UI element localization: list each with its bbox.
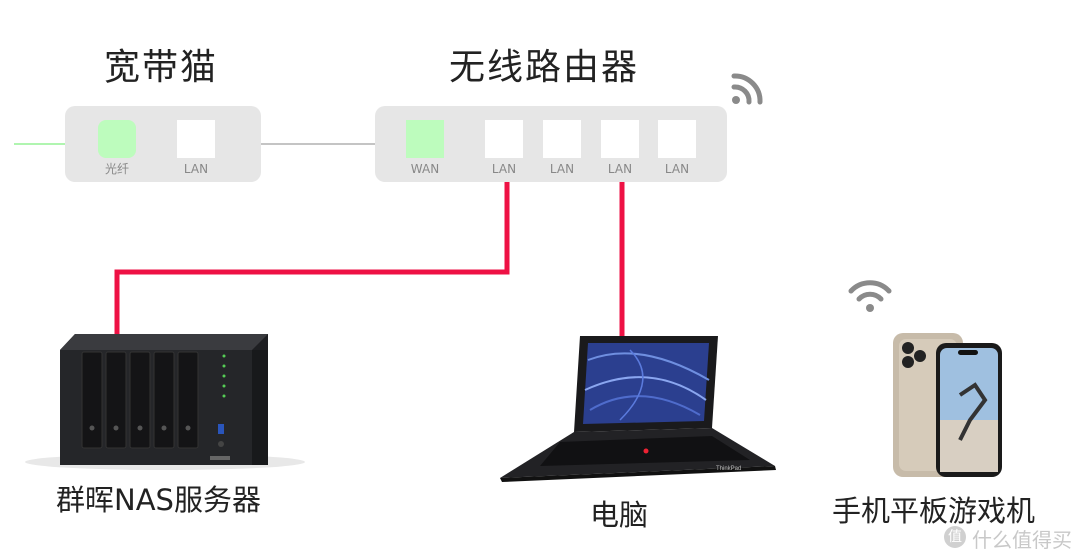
- nas-cable: [114, 180, 510, 340]
- router-wifi-icon: [731, 73, 763, 105]
- mobile-wifi-icon: [848, 280, 892, 312]
- nas-label: 群晖NAS服务器: [56, 483, 261, 517]
- router-lan-port-3: [601, 120, 639, 158]
- modem-box: [65, 106, 261, 182]
- router-lan-label-4: LAN: [664, 162, 690, 176]
- laptop-graphic: [500, 336, 776, 482]
- router-lan-port-1: [485, 120, 523, 158]
- nas-device-graphic: [25, 334, 305, 470]
- watermark-badge: 值: [944, 526, 966, 548]
- modem-title: 宽带猫: [104, 47, 219, 88]
- router-lan-label-2: LAN: [549, 162, 575, 176]
- router-title: 无线路由器: [449, 47, 640, 88]
- router-wan-port: [406, 120, 444, 158]
- router-lan-port-2: [543, 120, 581, 158]
- laptop-brand-logo: ThinkPad: [716, 466, 742, 472]
- modem-lan-label: LAN: [183, 162, 209, 176]
- router-lan-port-4: [658, 120, 696, 158]
- router-wan-label: WAN: [410, 162, 440, 176]
- modem-fiber-port: [98, 120, 136, 158]
- watermark-text: 什么值得买: [972, 528, 1072, 552]
- modem-fiber-label: 光纤: [104, 162, 129, 176]
- router-lan-label-1: LAN: [491, 162, 517, 176]
- phone-tablet-graphic: [893, 333, 1002, 477]
- modem-lan-port: [177, 120, 215, 158]
- router-lan-label-3: LAN: [607, 162, 633, 176]
- mobile-label: 手机平板游戏机: [832, 494, 1036, 528]
- pc-label: 电脑: [590, 498, 649, 532]
